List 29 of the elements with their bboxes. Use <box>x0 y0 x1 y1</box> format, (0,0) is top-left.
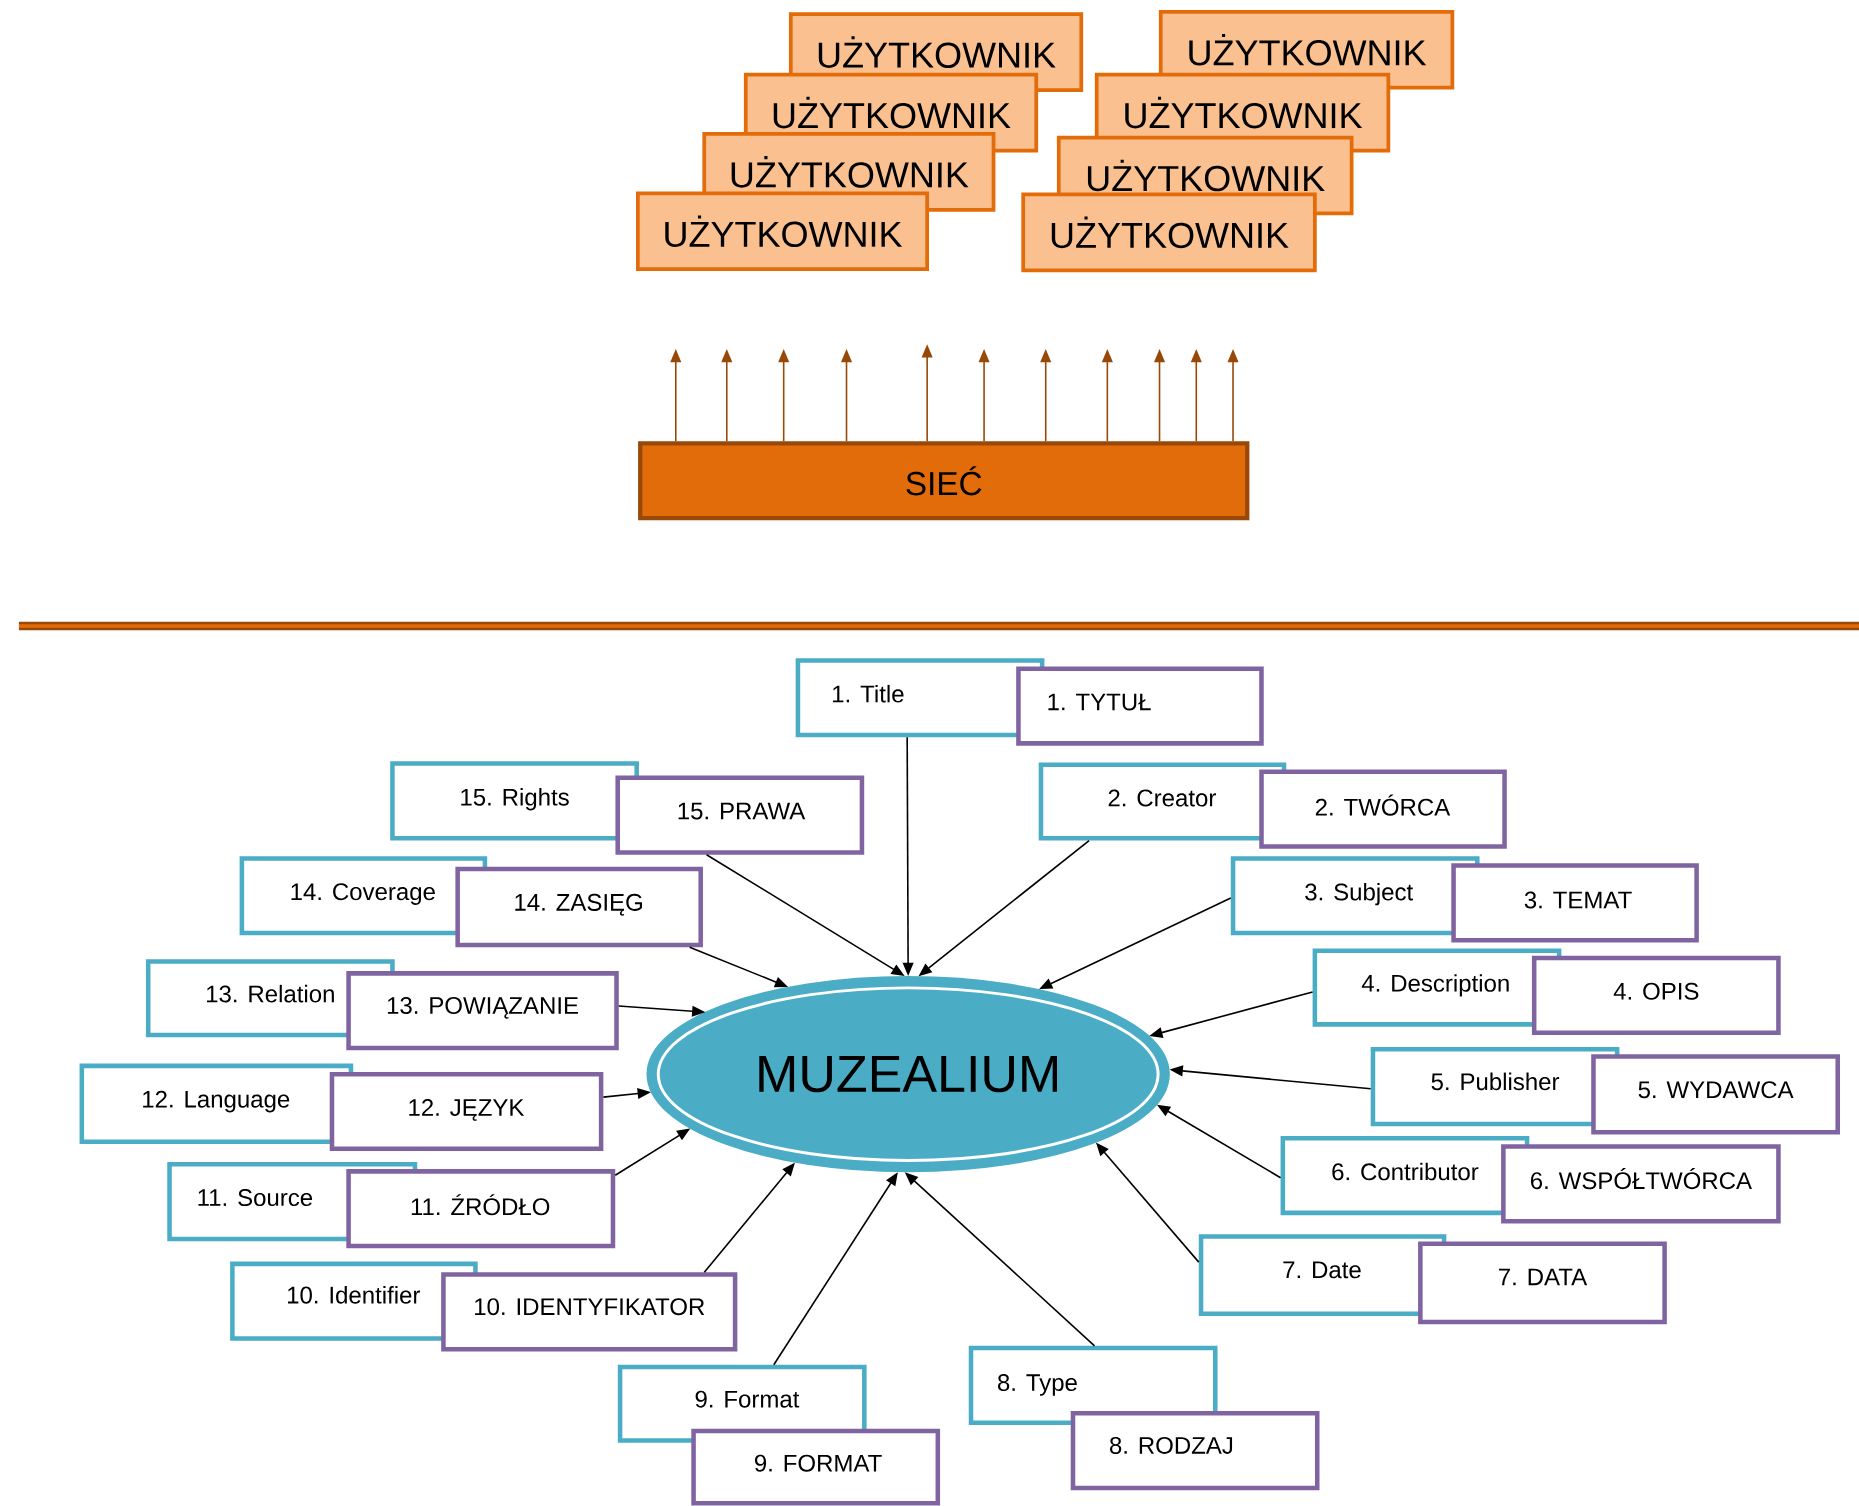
label-box: 6. Contributor <box>1280 1135 1530 1216</box>
label-box: 1. Title <box>795 658 1045 738</box>
label-box: 5. Publisher <box>1370 1047 1620 1127</box>
label-box: 12. JĘZYK <box>329 1071 604 1152</box>
label-box: 7. DATA <box>1418 1241 1667 1325</box>
label-box: 12. Language <box>79 1063 354 1144</box>
label-box: 10. IDENTYFIKATOR <box>441 1272 738 1352</box>
label-box: 2. TWÓRCA <box>1259 769 1507 849</box>
label-box: 8. Type <box>968 1345 1218 1425</box>
label-box: 15. Rights <box>390 761 639 841</box>
label-box: 4. OPIS <box>1531 955 1781 1035</box>
label-box: 2. Creator <box>1038 762 1287 841</box>
label-box: 6. WSPÓŁTWÓRCA <box>1501 1144 1781 1224</box>
label-box: 13. POWIĄZANIE <box>346 971 619 1051</box>
label-box: 14. ZASIĘG <box>455 866 703 948</box>
user-box: UŻYTKOWNIK <box>636 191 930 271</box>
label-box: 4. Description <box>1312 948 1562 1027</box>
label-box: 3. Subject <box>1230 856 1480 936</box>
label-box: 11. ŹRÓDŁO <box>346 1169 616 1249</box>
label-box: 15. PRAWA <box>615 775 865 855</box>
label-box: 9. FORMAT <box>691 1428 941 1506</box>
label-box: 7. Date <box>1198 1234 1447 1316</box>
network-bar: SIEĆ <box>638 441 1250 521</box>
user-box: UŻYTKOWNIK <box>1021 192 1317 273</box>
label-box: 8. RODZAJ <box>1070 1411 1320 1491</box>
label-box: 14. Coverage <box>239 856 488 936</box>
label-box: 3. TEMAT <box>1451 863 1699 943</box>
label-box: 1. TYTUŁ <box>1016 666 1264 746</box>
label-box: 5. WYDAWCA <box>1591 1054 1840 1135</box>
